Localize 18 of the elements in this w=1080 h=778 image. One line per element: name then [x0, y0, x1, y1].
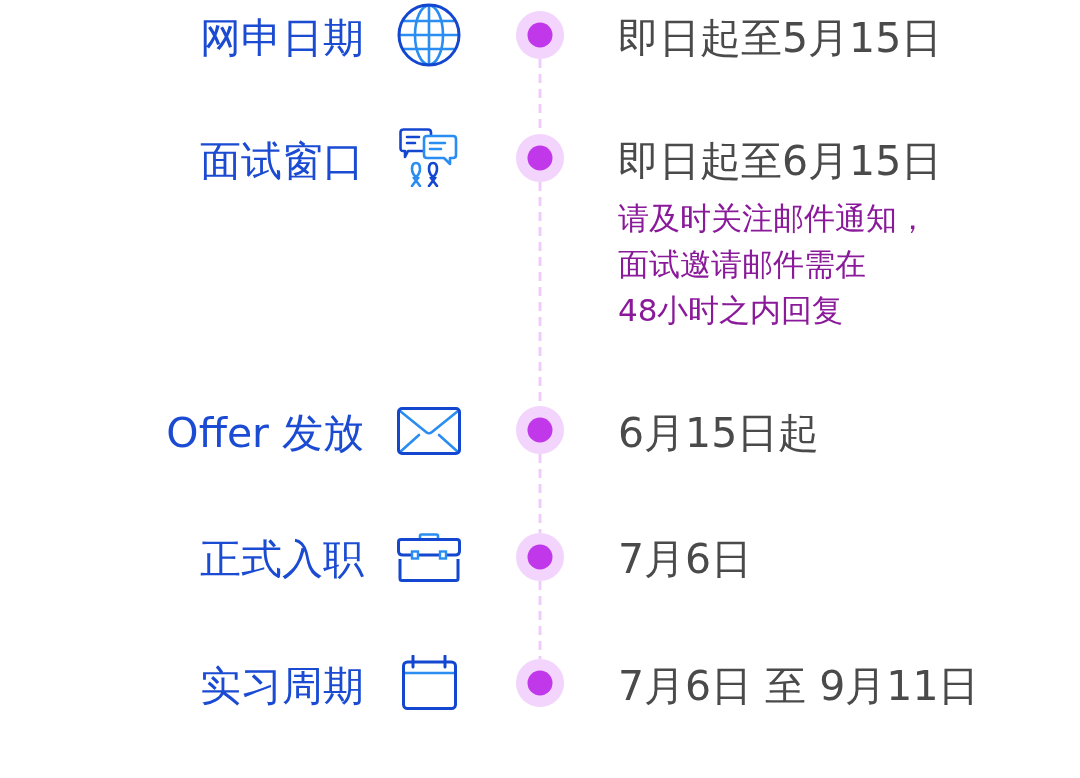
timeline-dot [516, 406, 564, 454]
milestone-label: 实习周期 [200, 662, 364, 710]
date-text: 7月6日 至 9月11日 [618, 662, 980, 710]
date-text: 7月6日 [618, 535, 753, 583]
timeline-dot [516, 11, 564, 59]
milestone-label: 面试窗口 [200, 137, 364, 185]
dashed-connector [538, 454, 542, 533]
milestone-label: 正式入职 [200, 535, 364, 583]
timeline-dot [516, 134, 564, 182]
date-text: 6月15日起 [618, 409, 820, 457]
milestone-label: Offer 发放 [166, 409, 364, 457]
note-text: 请及时关注邮件通知，面试邀请邮件需在48小时之内回复 [618, 199, 928, 330]
timeline-dot [516, 659, 564, 707]
milestone-label: 网申日期 [200, 14, 364, 62]
date-text: 即日起至6月15日 [618, 137, 943, 185]
date-text: 即日起至5月15日 [618, 14, 943, 62]
dashed-connector [538, 581, 542, 659]
timeline-dot [516, 533, 564, 581]
